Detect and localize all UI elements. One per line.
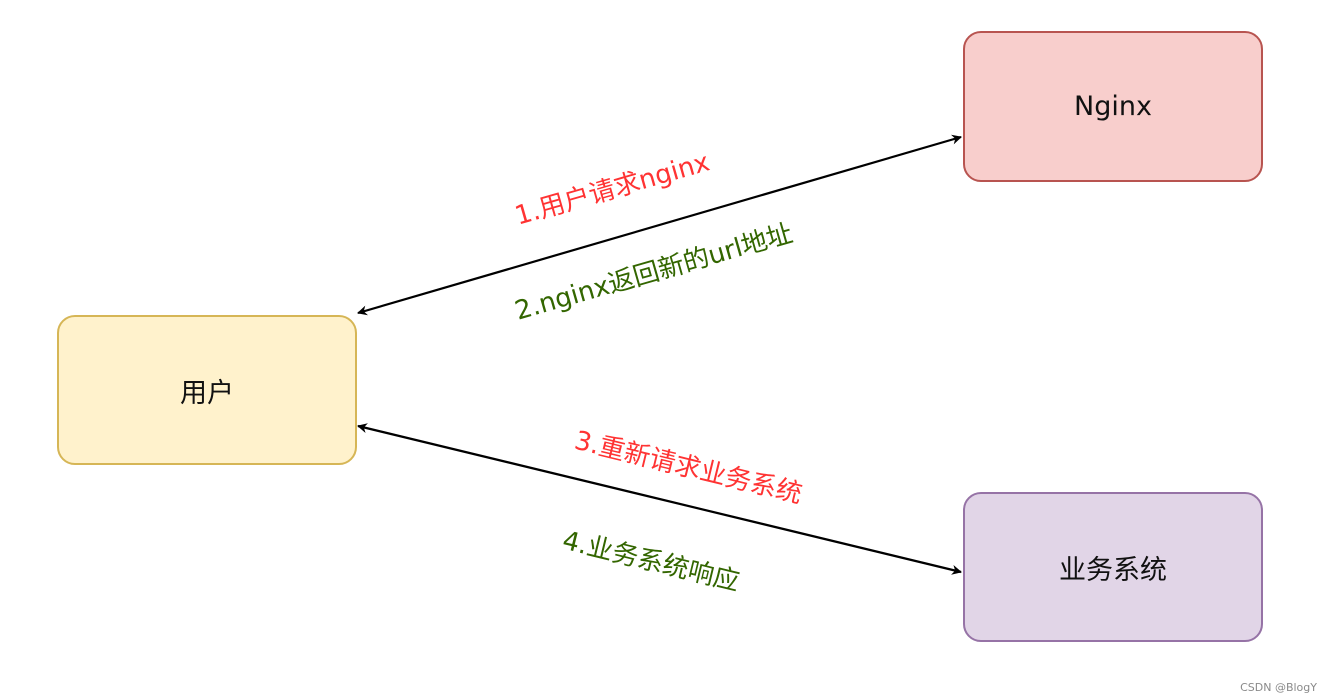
edge-user-service bbox=[357, 423, 962, 575]
node-user[interactable]: 用户 bbox=[57, 315, 357, 465]
node-service-label: 业务系统 bbox=[1059, 554, 1167, 586]
node-user-label: 用户 bbox=[180, 377, 234, 409]
node-service[interactable]: 业务系统 bbox=[963, 492, 1263, 642]
node-nginx[interactable]: Nginx bbox=[963, 31, 1263, 182]
node-nginx-label: Nginx bbox=[1074, 91, 1152, 122]
edge-user-nginx bbox=[357, 134, 962, 316]
watermark: CSDN @BlogY bbox=[1240, 681, 1317, 694]
